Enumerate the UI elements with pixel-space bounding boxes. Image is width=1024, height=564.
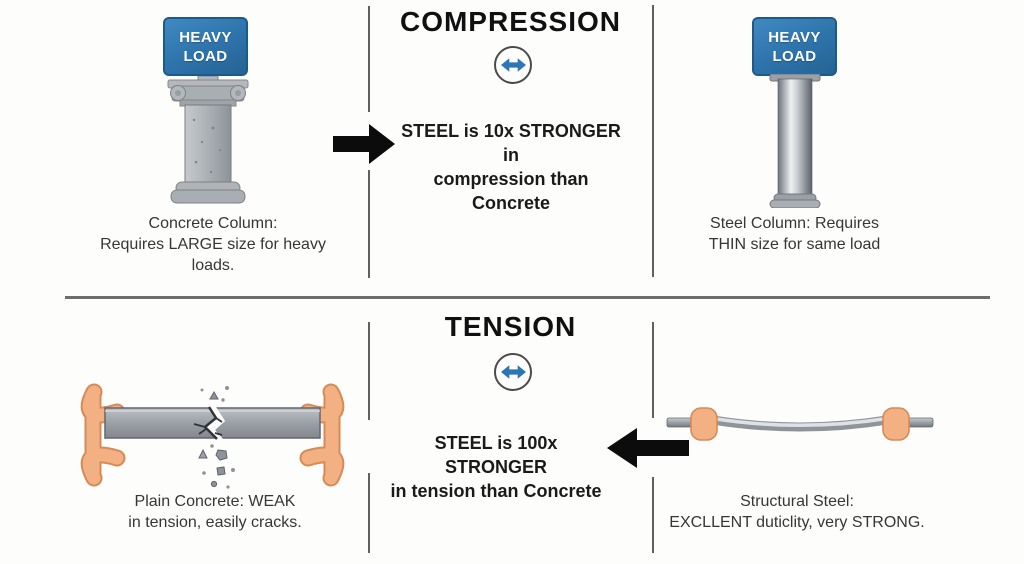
vertical-divider: [652, 477, 654, 553]
vertical-divider: [368, 170, 370, 278]
plain-concrete-caption: Plain Concrete: WEAK in tension, easily …: [85, 491, 345, 533]
statement-line: STEEL is 10x STRONGER in: [401, 121, 621, 165]
double-arrow-icon: [494, 46, 532, 84]
heavy-load-box: HEAVY LOAD: [163, 17, 248, 76]
load-label-line: HEAVY: [179, 28, 232, 46]
tension-title: TENSION: [444, 311, 577, 342]
vertical-divider: [368, 6, 370, 112]
caption-line: Requires LARGE size for heavy loads.: [100, 236, 326, 274]
statement-line: in tension than Concrete: [390, 481, 602, 501]
load-label-line: LOAD: [772, 47, 817, 65]
double-arrow-icon: [494, 353, 532, 391]
cracked-concrete-beam-illustration: [80, 383, 345, 489]
steel-column-illustration: [769, 74, 821, 208]
compression-statement: STEEL is 10x STRONGER in compression tha…: [396, 119, 626, 215]
load-label-line: LOAD: [183, 47, 228, 65]
arrow-left-icon: [607, 428, 689, 473]
statement-line: compression than Concrete: [433, 169, 589, 213]
horizontal-divider: [65, 296, 990, 299]
tension-statement: STEEL is 100x STRONGER in tension than C…: [382, 431, 610, 503]
vertical-divider: [652, 322, 654, 418]
steel-column-caption: Steel Column: Requires THIN size for sam…: [692, 213, 897, 255]
arrow-right-icon: [333, 123, 395, 170]
caption-line: EXCLLENT duticlity, very STRONG.: [669, 514, 925, 531]
concrete-column-caption: Concrete Column: Requires LARGE size for…: [78, 213, 348, 276]
vertical-divider: [368, 473, 370, 553]
caption-line: in tension, easily cracks.: [128, 514, 302, 531]
concrete-column-illustration: [167, 76, 249, 204]
heavy-load-box: HEAVY LOAD: [752, 17, 837, 76]
caption-line: Plain Concrete: WEAK: [134, 493, 296, 510]
structural-steel-caption: Structural Steel: EXCLLENT duticlity, ve…: [667, 491, 927, 533]
caption-line: Concrete Column:: [148, 215, 278, 232]
caption-line: THIN size for same load: [708, 236, 881, 253]
caption-line: Structural Steel:: [740, 493, 854, 510]
steel-rod-illustration: [666, 407, 934, 441]
statement-line: STEEL is 100x STRONGER: [434, 433, 558, 477]
vertical-divider: [652, 5, 654, 277]
vertical-divider: [368, 322, 370, 420]
compression-title: COMPRESSION: [399, 6, 622, 37]
load-label-line: HEAVY: [768, 28, 821, 46]
caption-line: Steel Column: Requires: [710, 215, 879, 232]
